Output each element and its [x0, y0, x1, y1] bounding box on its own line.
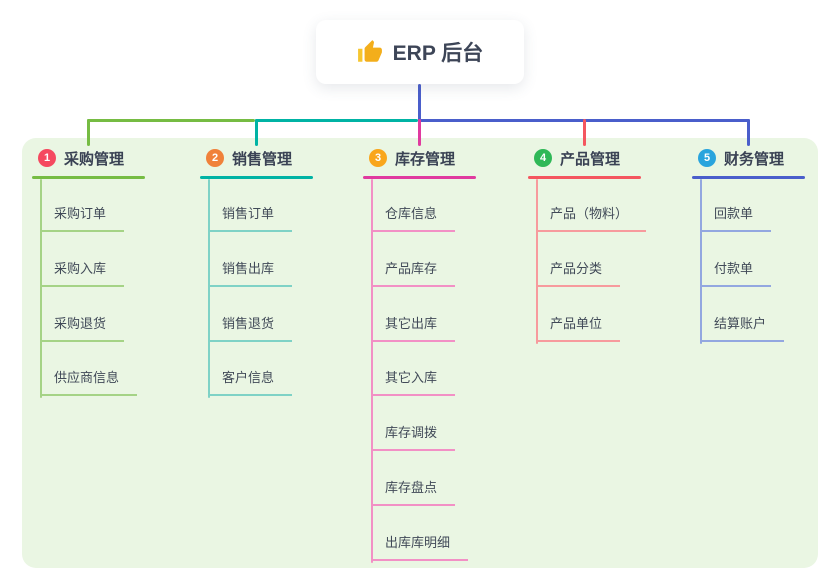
sub-node[interactable]: 采购订单 — [40, 204, 125, 232]
sub-node[interactable]: 结算账户 — [700, 314, 785, 342]
branch-label: 销售管理 — [232, 150, 293, 168]
branch-underline — [363, 176, 476, 179]
sub-node[interactable]: 采购入库 — [40, 259, 125, 287]
sub-node[interactable]: 供应商信息 — [40, 368, 138, 397]
sub-node[interactable]: 仓库信息 — [371, 204, 456, 232]
branch-number-badge: 3 — [369, 149, 387, 167]
sub-node[interactable]: 产品库存 — [371, 259, 456, 287]
branch-number-badge: 4 — [534, 149, 552, 167]
branch-number-badge: 2 — [206, 149, 224, 167]
branch-underline — [528, 176, 641, 179]
sub-node[interactable]: 出库库明细 — [371, 533, 469, 561]
bus-segment-teal — [255, 119, 418, 122]
sub-node[interactable]: 产品分类 — [536, 259, 621, 287]
branch-node-1[interactable]: 1 采购管理 — [38, 147, 124, 169]
branch-label: 采购管理 — [64, 150, 125, 168]
sub-node[interactable]: 回款单 — [700, 204, 772, 232]
root-node-label: ERP 后台 — [392, 42, 484, 65]
root-connector-line — [418, 84, 421, 122]
sub-node[interactable]: 客户信息 — [208, 368, 293, 397]
sub-node[interactable]: 其它出库 — [371, 314, 456, 342]
sub-node[interactable]: 销售订单 — [208, 204, 293, 232]
branch-underline — [32, 176, 145, 179]
branches-panel — [22, 138, 818, 568]
branch-label: 库存管理 — [395, 150, 456, 168]
branch-underline — [692, 176, 805, 179]
sub-node[interactable]: 销售退货 — [208, 314, 293, 342]
sub-node[interactable]: 产品单位 — [536, 314, 621, 342]
sub-node[interactable]: 库存调拨 — [371, 423, 456, 452]
branch-child-connector — [208, 179, 210, 399]
branch-label: 财务管理 — [724, 150, 785, 168]
branch-node-3[interactable]: 3 库存管理 — [369, 147, 455, 169]
branch-drop-line-4 — [583, 119, 586, 146]
sub-node[interactable]: 付款单 — [700, 259, 772, 287]
bus-segment-green — [87, 119, 255, 122]
branch-child-connector — [700, 179, 702, 344]
branch-node-4[interactable]: 4 产品管理 — [534, 147, 620, 169]
sub-node[interactable]: 销售出库 — [208, 259, 293, 287]
branch-node-2[interactable]: 2 销售管理 — [206, 147, 292, 169]
branch-number-badge: 1 — [38, 149, 56, 167]
branch-drop-line-3 — [418, 119, 421, 146]
branch-drop-line-1 — [87, 119, 90, 146]
branch-child-connector — [536, 179, 538, 344]
branch-drop-line-5 — [747, 119, 750, 146]
branch-underline — [200, 176, 313, 179]
sub-node[interactable]: 采购退货 — [40, 314, 125, 342]
sub-node[interactable]: 产品（物料） — [536, 204, 647, 232]
sub-node[interactable]: 库存盘点 — [371, 478, 456, 506]
branch-node-5[interactable]: 5 财务管理 — [698, 147, 784, 169]
branch-drop-line-2 — [255, 119, 258, 146]
root-node[interactable]: ERP 后台 — [316, 20, 524, 84]
branch-child-connector — [40, 179, 42, 399]
branch-child-connector — [371, 179, 373, 563]
branch-label: 产品管理 — [560, 150, 621, 168]
thumbs-up-icon — [357, 39, 383, 65]
sub-node[interactable]: 其它入库 — [371, 368, 456, 397]
branch-number-badge: 5 — [698, 149, 716, 167]
